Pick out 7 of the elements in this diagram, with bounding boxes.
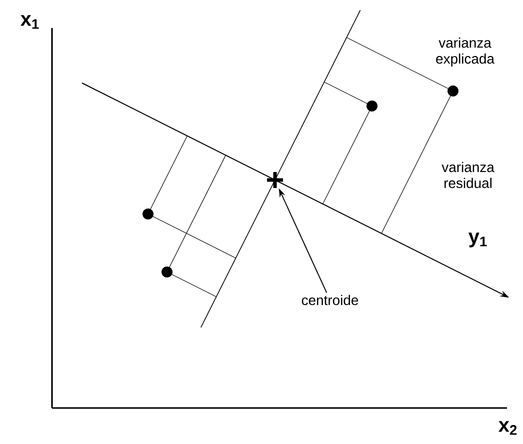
annotation-text: varianza residual [442, 162, 494, 188]
node-label: centroide [302, 294, 358, 306]
axis-label: y$_{1}$ [468, 232, 487, 248]
centroid-cross [265, 170, 285, 190]
annotation-text: varianza explicada [436, 38, 494, 66]
axis-label: x$_{2}$ [498, 421, 517, 435]
axis-label: x$_{1}$ [20, 15, 39, 29]
